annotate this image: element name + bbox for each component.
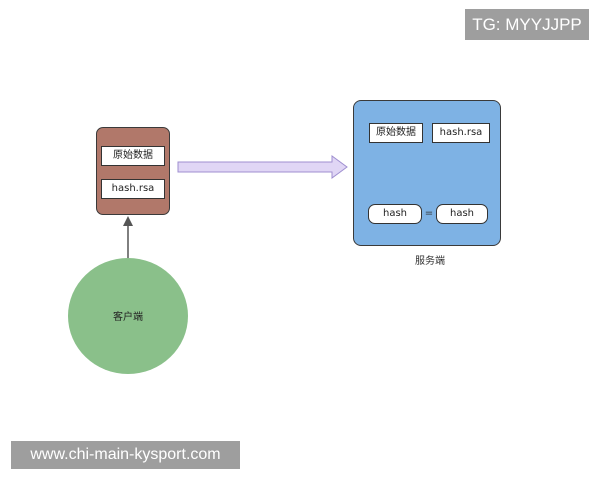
server-hash-right: hash: [436, 204, 488, 224]
tg-watermark: TG: MYYJJPP: [465, 9, 589, 40]
transfer-arrow: [177, 155, 348, 179]
client-package-box: [96, 127, 170, 215]
equals-sign: =: [424, 208, 434, 219]
url-watermark: www.chi-main-kysport.com: [11, 441, 240, 469]
server-box: [353, 100, 501, 246]
server-caption: 服务端: [415, 256, 445, 267]
client-to-package-arrow: [123, 216, 133, 258]
server-signature-label: hash.rsa: [432, 123, 490, 143]
server-hash-left: hash: [368, 204, 422, 224]
client-data-label: 原始数据: [101, 146, 165, 166]
client-circle: [68, 258, 188, 374]
client-signature-label: hash.rsa: [101, 179, 165, 199]
server-data-label: 原始数据: [369, 123, 423, 143]
client-caption: 客户端: [113, 312, 143, 323]
